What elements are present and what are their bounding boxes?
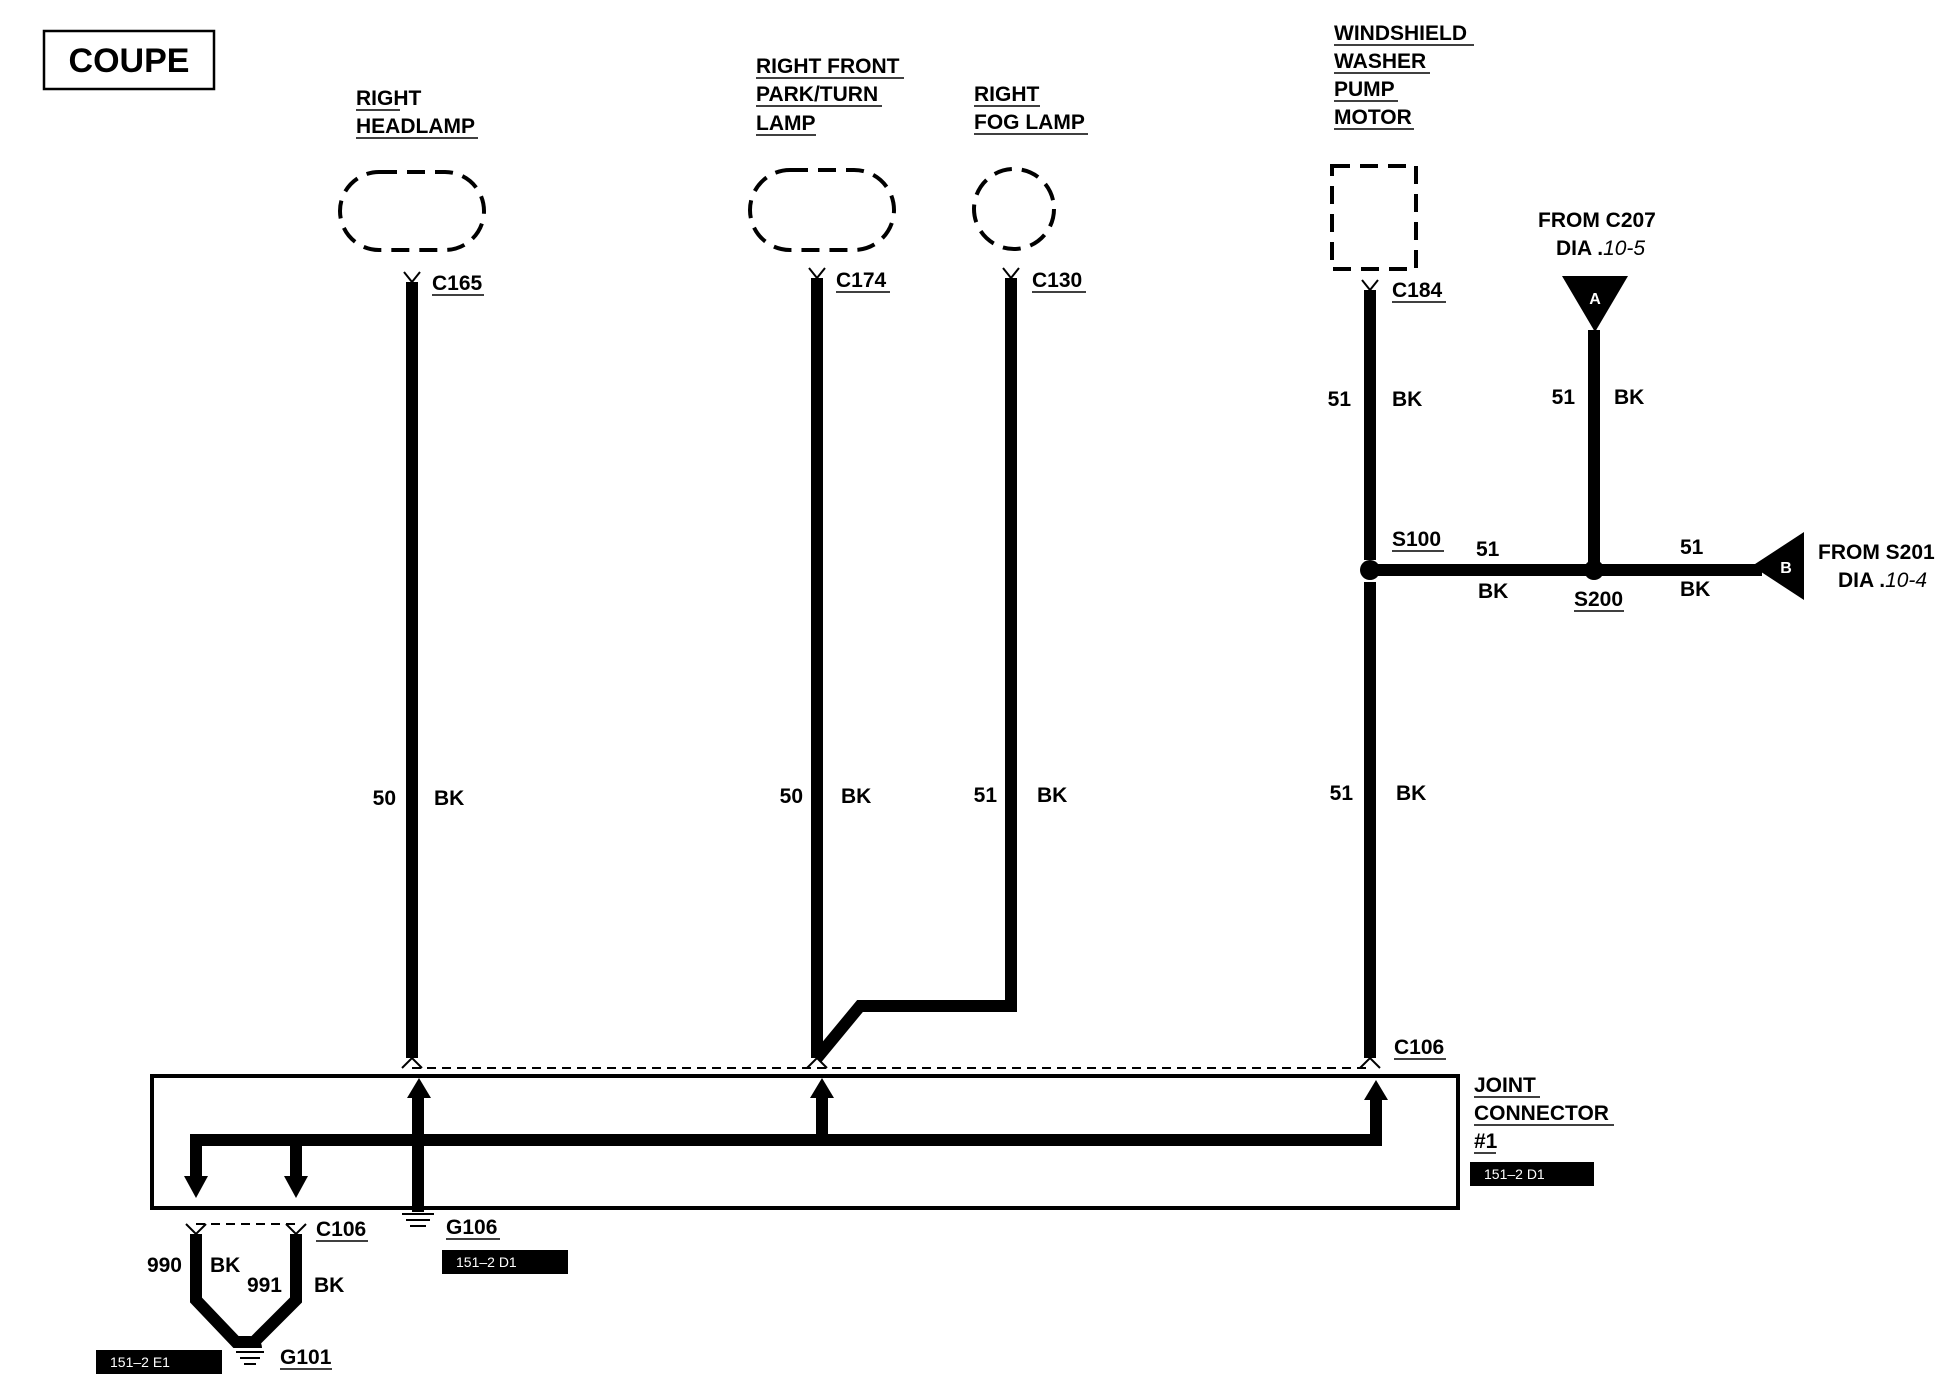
park-turn-lamp-symbol	[748, 168, 896, 252]
wire-990	[190, 1234, 250, 1348]
park-turn-label-2: PARK/TURN	[756, 83, 878, 106]
circuit-s200-b-color: BK	[1680, 578, 1710, 601]
arrow-up-headlamp	[407, 1078, 431, 1098]
washer-motor-symbol	[1330, 164, 1418, 271]
washer-pump-motor: WINDSHIELD WASHER PUMP MOTOR	[1330, 22, 1474, 271]
joint-connector-label-2: CONNECTOR	[1474, 1102, 1609, 1125]
joint-connector-label-3: #1	[1474, 1130, 1498, 1153]
circuit-washer-lower-num: 51	[1330, 782, 1354, 805]
g101-tag: 151–2 E1	[96, 1350, 222, 1374]
right-headlamp-label-1: RIGHT	[356, 87, 422, 110]
fog-lamp-label-2: FOG LAMP	[974, 111, 1085, 134]
joint-connector-label: JOINT CONNECTOR #1	[1474, 1074, 1614, 1154]
circuit-park-turn-num: 50	[780, 785, 803, 808]
connector-pins	[403, 267, 1379, 292]
right-fog-lamp: RIGHT FOG LAMP	[972, 83, 1088, 251]
g106-tag: 151–2 D1	[442, 1250, 568, 1274]
from-s201-line2: DIA .10-4	[1838, 569, 1927, 592]
fog-lamp-label-1: RIGHT	[974, 83, 1040, 106]
wire-991	[249, 1234, 302, 1347]
connector-c130: C130	[1032, 269, 1082, 292]
park-turn-label-1: RIGHT FRONT	[756, 55, 900, 78]
park-turn-label-3: LAMP	[756, 112, 816, 135]
fog-lamp-symbol	[972, 167, 1056, 251]
joint-connector-tag-text: 151–2 D1	[1484, 1166, 1545, 1182]
circuit-991-num: 991	[247, 1274, 282, 1297]
joint-bus	[190, 1100, 1382, 1176]
wire-fog	[812, 278, 1017, 1062]
washer-label-3: PUMP	[1334, 78, 1395, 101]
washer-label-1: WINDSHIELD	[1334, 22, 1467, 45]
connector-c106-bottom: C106	[316, 1218, 366, 1241]
connector-c106-top: C106	[1394, 1036, 1444, 1059]
reference-marker-b: B	[1752, 532, 1804, 600]
circuit-washer-upper-num: 51	[1328, 388, 1352, 411]
marker-a-letter: A	[1589, 291, 1601, 308]
washer-label-2: WASHER	[1334, 50, 1426, 73]
joint-connector-box	[150, 1074, 1460, 1210]
ground-g106-label: G106	[446, 1216, 497, 1239]
splice-s100-dot	[1360, 560, 1380, 580]
connector-c184: C184	[1392, 279, 1443, 302]
circuit-headlamp-num: 50	[373, 787, 396, 810]
circuit-991-color: BK	[314, 1274, 344, 1297]
circuit-s200-b-num: 51	[1680, 536, 1704, 559]
from-c207-dia: DIA .	[1556, 237, 1603, 260]
from-c207-line1: FROM C207	[1538, 209, 1656, 232]
from-s201-dia: DIA .	[1838, 569, 1885, 592]
joint-connector-tag: 151–2 D1	[1470, 1162, 1594, 1186]
from-c207-page: 10-5	[1603, 237, 1645, 260]
circuit-fog-num: 51	[974, 784, 998, 807]
right-headlamp: RIGHT HEADLAMP	[338, 87, 486, 252]
circuit-from-a-num: 51	[1552, 386, 1576, 409]
coupe-title: COUPE	[69, 42, 190, 80]
splice-s200-label: S200	[1574, 588, 1623, 611]
washer-label-4: MOTOR	[1334, 106, 1412, 129]
circuit-from-a-color: BK	[1614, 386, 1644, 409]
circuit-headlamp-color: BK	[434, 787, 464, 810]
right-headlamp-label-2: HEADLAMP	[356, 115, 475, 138]
connector-c174: C174	[836, 269, 887, 292]
circuit-washer-upper-color: BK	[1392, 388, 1422, 411]
arrow-up-park-turn	[810, 1078, 834, 1098]
reference-marker-a: A	[1562, 276, 1628, 332]
right-headlamp-symbol	[338, 170, 486, 252]
g106-tag-text: 151–2 D1	[456, 1254, 517, 1270]
arrow-down-990	[184, 1176, 208, 1198]
ground-g101-symbol	[236, 1336, 264, 1365]
from-s201-page: 10-4	[1885, 569, 1927, 592]
arrow-down-991	[284, 1176, 308, 1198]
from-s201-line1: FROM S201	[1818, 541, 1935, 564]
circuit-park-turn-color: BK	[841, 785, 871, 808]
marker-b-letter: B	[1780, 560, 1792, 577]
g101-tag-text: 151–2 E1	[110, 1354, 170, 1370]
right-front-park-turn-lamp: RIGHT FRONT PARK/TURN LAMP	[748, 55, 904, 252]
splice-s200-dot	[1584, 560, 1604, 580]
ground-g106-symbol	[402, 1213, 434, 1227]
circuit-s100-s200-color: BK	[1478, 580, 1508, 603]
connector-c165: C165	[432, 272, 483, 295]
ground-g101-label: G101	[280, 1346, 332, 1369]
circuit-fog-color: BK	[1037, 784, 1067, 807]
circuit-990-color: BK	[210, 1254, 240, 1277]
from-c207-line2: DIA .10-5	[1556, 237, 1645, 260]
circuit-990-num: 990	[147, 1254, 182, 1277]
circuit-washer-lower-color: BK	[1396, 782, 1426, 805]
circuit-s100-s200-num: 51	[1476, 538, 1500, 561]
coupe-title-box: COUPE	[42, 29, 216, 91]
arrow-up-washer	[1364, 1080, 1388, 1100]
joint-connector-label-1: JOINT	[1474, 1074, 1536, 1097]
splice-s100-label: S100	[1392, 528, 1441, 551]
